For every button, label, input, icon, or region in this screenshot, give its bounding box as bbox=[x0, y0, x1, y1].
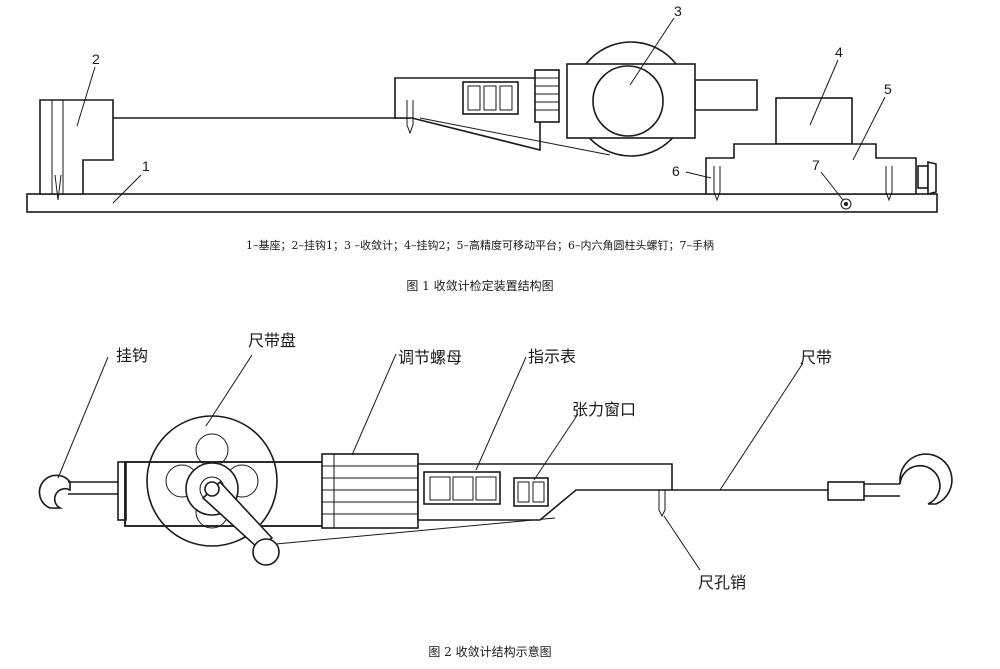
tape-hole-pin bbox=[658, 490, 666, 518]
movable-platform bbox=[705, 143, 937, 210]
label-reel: 尺带盘 bbox=[248, 331, 296, 350]
label-pin: 尺孔销 bbox=[698, 573, 746, 592]
gauge-body bbox=[394, 41, 758, 157]
figure-2: 挂钩 尺带盘 调节螺母 指示表 张力窗口 尺带 尺孔销 图 2 收敛计结构示意图 bbox=[38, 331, 953, 659]
label-1: 1 bbox=[142, 158, 150, 174]
label-2: 2 bbox=[92, 51, 100, 67]
figure1-caption: 图 1 收敛计检定装置结构图 bbox=[406, 278, 553, 293]
figure2-caption: 图 2 收敛计结构示意图 bbox=[428, 644, 551, 659]
label-dial: 指示表 bbox=[528, 347, 576, 366]
label-6: 6 bbox=[672, 163, 680, 179]
tape-clip bbox=[827, 481, 865, 501]
label-7: 7 bbox=[812, 157, 820, 173]
base-plate bbox=[26, 193, 938, 213]
left-hook bbox=[38, 474, 71, 509]
right-hook bbox=[899, 453, 953, 505]
label-5: 5 bbox=[884, 81, 892, 97]
tension-window bbox=[513, 477, 549, 507]
hook2-block bbox=[775, 97, 853, 145]
label-4: 4 bbox=[835, 44, 843, 60]
hook1-block bbox=[39, 99, 114, 201]
label-3: 3 bbox=[674, 3, 682, 19]
figure-1: 1 2 3 4 5 6 7 1–基座；2–挂钩1；3 –收敛计；4–挂钩2；5–… bbox=[26, 3, 938, 293]
crank-handle bbox=[185, 462, 280, 566]
figure1-legend: 1–基座；2–挂钩1；3 –收敛计；4–挂钩2；5–高精度可移动平台；6–内六角… bbox=[246, 238, 714, 252]
label-hook: 挂钩 bbox=[116, 346, 148, 365]
label-nut: 调节螺母 bbox=[398, 348, 462, 367]
label-window: 张力窗口 bbox=[572, 400, 636, 419]
label-tape: 尺带 bbox=[800, 348, 832, 367]
adjusting-nut bbox=[321, 453, 419, 529]
